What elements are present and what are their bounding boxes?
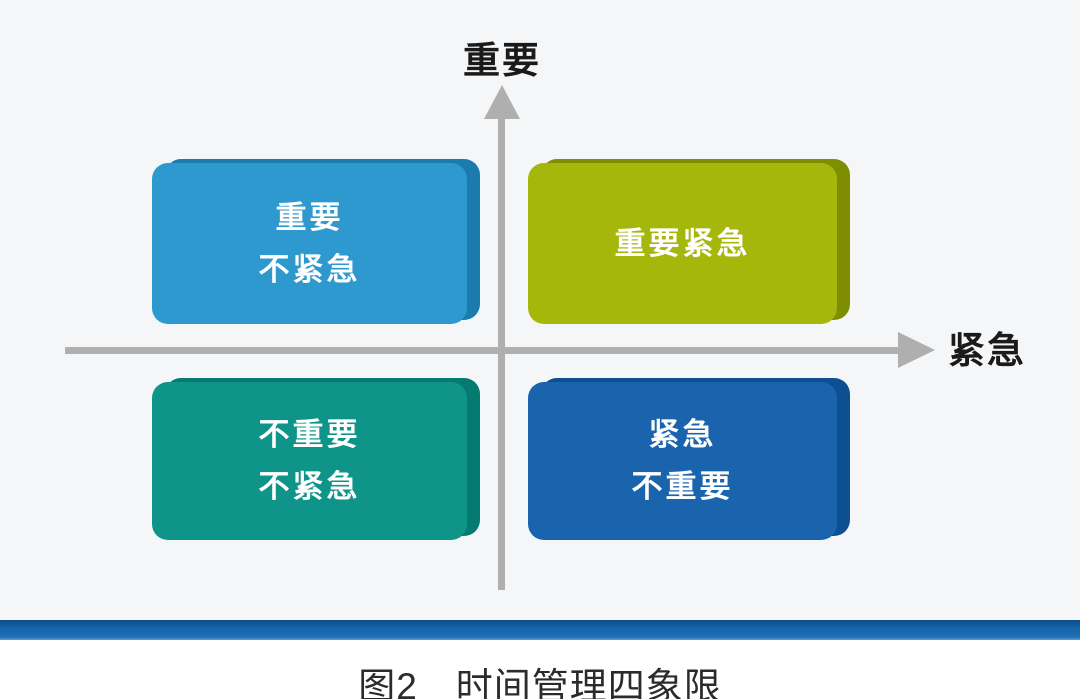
quadrant-important-urgent: 重要紧急 [528,159,850,324]
quadrant-face: 重要紧急 [528,163,837,324]
quadrant-label-line: 紧急 [648,417,717,452]
quadrant-label-line: 不重要 [631,469,734,504]
quadrant-not-important-not-urgent: 不重要 不紧急 [152,378,480,540]
caption-background-strip [0,640,1080,699]
x-axis-arrowhead-icon [898,332,935,368]
quadrant-face: 重要 不紧急 [152,163,467,324]
quadrant-important-not-urgent: 重要 不紧急 [152,159,480,324]
quadrant-face: 不重要 不紧急 [152,382,467,540]
quadrant-label-line: 不紧急 [258,251,361,287]
quadrant-label-line: 重要 [275,199,344,235]
x-axis-line [65,347,900,354]
quadrant-face: 紧急 不重要 [528,382,837,540]
y-axis-label: 重要 [463,40,541,81]
quadrant-label-line: 不重要 [258,417,361,452]
bottom-divider-bar [0,620,1080,640]
quadrant-label-line: 不紧急 [258,469,361,504]
x-axis-label: 紧急 [948,330,1026,371]
quadrant-urgent-not-important: 紧急 不重要 [528,378,850,540]
figure-caption: 图2 时间管理四象限 [358,666,722,699]
quadrant-label-line: 重要紧急 [614,225,751,261]
